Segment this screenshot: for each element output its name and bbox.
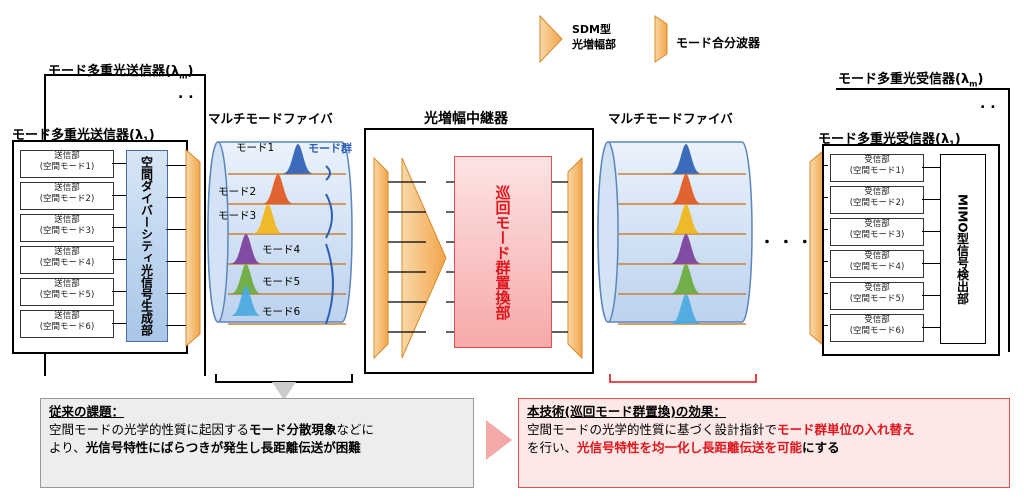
mode2-label: モード2	[218, 186, 257, 198]
tx-cell: 送信部(空間モード3)	[20, 214, 114, 242]
mode-peak	[231, 234, 261, 264]
mode-peak	[671, 144, 701, 174]
mode-peak	[671, 264, 701, 294]
tx-title-m: モード多重光送信器(λm)	[48, 64, 194, 81]
mimo-detector: MIMO型信号検出部	[940, 154, 986, 344]
tx-cell: 送信部(空間モード2)	[20, 182, 114, 210]
mode-group-exchanger: 巡回モード群置換部	[454, 156, 552, 348]
rx-cell: 受信部(空間モード5)	[830, 282, 924, 310]
fiber2-title: マルチモードファイバ	[608, 111, 733, 126]
tx-cell: 送信部(空間モード5)	[20, 278, 114, 306]
rx-back-frame	[836, 88, 1010, 352]
issue-line2: より、光信号特性にばらつきが発生し長距離伝送が困難	[49, 440, 361, 455]
rx-cell: 受信部(空間モード3)	[830, 218, 924, 246]
tx-link	[112, 291, 126, 292]
conventional-issue-box: 従来の課題： 空間モードの光学的性質に起因するモード分散現象などに より、光信号…	[40, 398, 474, 488]
fiber1	[207, 141, 353, 325]
mode-peak	[671, 174, 701, 204]
repeater-title: 光増幅中継器	[424, 111, 508, 127]
mode6-label: モード6	[262, 306, 301, 318]
mode4-label: モード4	[262, 244, 301, 256]
tx-output-line	[166, 165, 186, 166]
tx-cell: 送信部(空間モード1)	[20, 150, 114, 178]
rx-link	[922, 295, 940, 296]
tx-link	[112, 163, 126, 164]
tx-dots: . .	[178, 86, 194, 102]
rx-title-m: モード多重光受信器(λm)	[838, 72, 984, 89]
tx-link	[112, 259, 126, 260]
tx-mux-icon	[185, 148, 201, 348]
tx-output-line	[166, 197, 186, 198]
rx-dots: . .	[980, 96, 996, 112]
tx-cell: 送信部(空間モード6)	[20, 310, 114, 338]
rx-link	[922, 327, 940, 328]
tx-link	[112, 227, 126, 228]
mode-peak	[283, 144, 313, 174]
tx-output-line	[166, 325, 186, 326]
legend-amp-icon	[539, 14, 563, 64]
legend-mux-label: モード合分波器	[676, 36, 761, 50]
diversity-generator: 空間ダイバーシティ光信号生成部	[126, 150, 168, 342]
arrow-icon	[486, 420, 512, 460]
tx-link	[112, 195, 126, 196]
rx-link	[922, 263, 940, 264]
rx-cell: 受信部(空間モード2)	[830, 186, 924, 214]
rx-link	[922, 167, 940, 168]
tx-cell: 送信部(空間モード4)	[20, 246, 114, 274]
technology-effect-box: 本技術(巡回モード群置換)の効果： 空間モードの光学的性質に基づく設計指針でモー…	[518, 398, 1010, 488]
repeater-box: 巡回モード群置換部	[364, 128, 594, 374]
effect-line2: を行い、光信号特性を均一化し長距離伝送を可能にする	[527, 440, 840, 455]
tx-output-line	[166, 229, 186, 230]
span-dots: ・ ・ ・	[760, 235, 812, 251]
mode5-label: モード5	[262, 276, 301, 288]
fiber1-title: マルチモードファイバ	[208, 111, 333, 126]
mode-peak	[253, 204, 283, 234]
rx-output-line	[822, 165, 828, 166]
fiber2	[597, 141, 753, 325]
rx-cell: 受信部(空間モード6)	[830, 314, 924, 342]
rx-output-line	[822, 261, 828, 262]
issue-line1: 空間モードの光学的性質に起因するモード分散現象などに	[49, 422, 375, 437]
tx-output-line	[166, 293, 186, 294]
fiber2-bracket	[609, 374, 757, 383]
mode1-label: モード1	[236, 142, 275, 154]
mode-peak	[231, 264, 261, 294]
legend-mux-icon	[654, 15, 668, 63]
rx-output-line	[822, 197, 828, 198]
rx-output-line	[822, 325, 828, 326]
rx-box: 受信部(空間モード1) 受信部(空間モード2) 受信部(空間モード3) 受信部(空間モ…	[822, 144, 1000, 356]
issue-title: 従来の課題：	[49, 404, 125, 419]
mode-peak	[263, 174, 293, 204]
fiber1-bracket	[215, 374, 353, 400]
mode3-label: モード3	[218, 210, 257, 222]
effect-line1: 空間モードの光学的性質に基づく設計指針でモード群単位の入れ替え	[527, 422, 915, 437]
mode-peak	[671, 234, 701, 264]
rx-link	[922, 231, 940, 232]
rx-cell: 受信部(空間モード4)	[830, 250, 924, 278]
effect-title: 本技術(巡回モード群置換)の効果：	[527, 404, 726, 419]
mode-peak	[671, 294, 701, 324]
rx-cell: 受信部(空間モード1)	[830, 154, 924, 182]
mode-peak	[671, 204, 701, 234]
tx-box: 送信部(空間モード1) 送信部(空間モード2) 送信部(空間モード3) 送信部(空間モ…	[12, 140, 188, 354]
tx-output-line	[166, 261, 186, 262]
legend-amp-label: SDM型光増幅部	[572, 23, 616, 51]
mode-peak	[231, 286, 261, 316]
rx-output-line	[822, 229, 828, 230]
rx-output-line	[822, 293, 828, 294]
tx-link	[112, 323, 126, 324]
mode-group-label: モード群	[308, 142, 352, 155]
rx-link	[922, 199, 940, 200]
